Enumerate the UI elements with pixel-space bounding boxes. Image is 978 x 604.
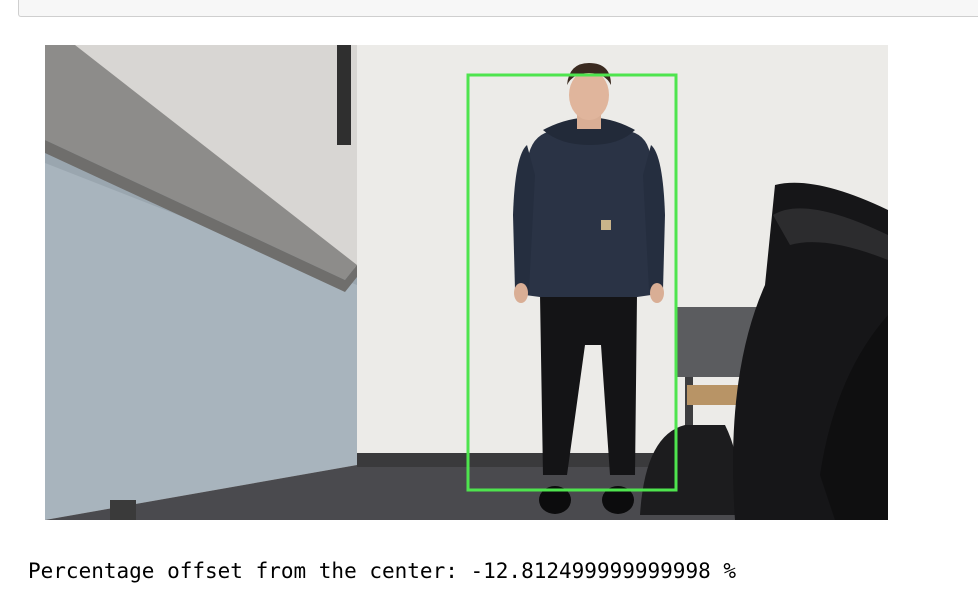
offset-output-text: Percentage offset from the center: -12.8…	[28, 559, 737, 583]
camera-frame	[45, 45, 888, 520]
code-cell-input[interactable]	[18, 0, 978, 17]
person-bounding-box	[466, 73, 678, 492]
detection-image	[45, 45, 888, 520]
